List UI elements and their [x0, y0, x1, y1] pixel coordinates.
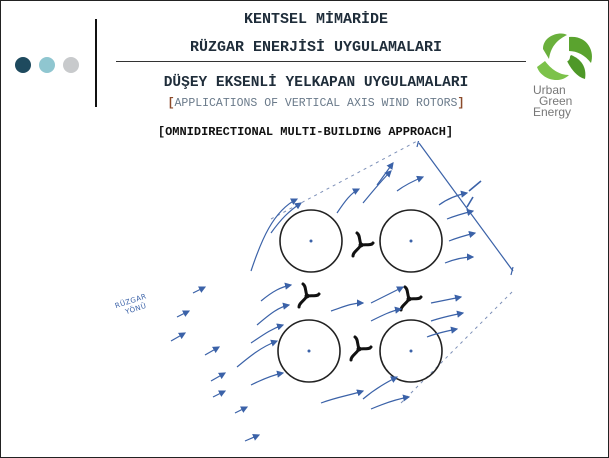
title-line-1: KENTSEL MİMARİDE — [243, 11, 389, 28]
dot-gray — [63, 57, 79, 73]
urban-green-energy-logo-icon — [537, 33, 593, 81]
english-subtitle-text: APPLICATIONS OF VERTICAL AXIS WIND ROTOR… — [174, 97, 458, 110]
section-title: [OMNIDIRECTIONAL MULTI-BUILDING APPROACH… — [157, 125, 454, 139]
title-line-3: DÜŞEY EKSENLİ YELKAPAN UYGULAMALARI — [163, 75, 469, 91]
dot-dark — [15, 57, 31, 73]
dimension-line — [418, 142, 514, 272]
decorative-dots — [15, 57, 79, 73]
logo-text-line1: Urban — [533, 83, 566, 97]
building-bottom-right — [379, 319, 443, 383]
bracket-close: ] — [457, 97, 465, 110]
logo-text: Urban Green Energy — [533, 83, 601, 119]
rotor-top — [351, 231, 375, 258]
rotor-right — [399, 285, 423, 312]
title-line-2: RÜZGAR ENERJİSİ UYGULAMALARI — [189, 39, 443, 56]
building-bottom-left — [277, 319, 341, 383]
rotor-left — [297, 282, 321, 309]
english-subtitle: [APPLICATIONS OF VERTICAL AXIS WIND ROTO… — [101, 97, 531, 110]
rotor-bottom — [349, 335, 373, 362]
logo-text-line2: Green — [539, 94, 573, 108]
building-top-left — [279, 209, 343, 273]
bracket-open: [ — [167, 97, 175, 110]
logo-text-line3: Energy — [533, 105, 572, 119]
sketch-illustration — [170, 141, 514, 442]
title-underline — [116, 61, 526, 62]
dot-light-teal — [39, 57, 55, 73]
header-divider — [95, 19, 97, 107]
building-top-right — [379, 209, 443, 273]
